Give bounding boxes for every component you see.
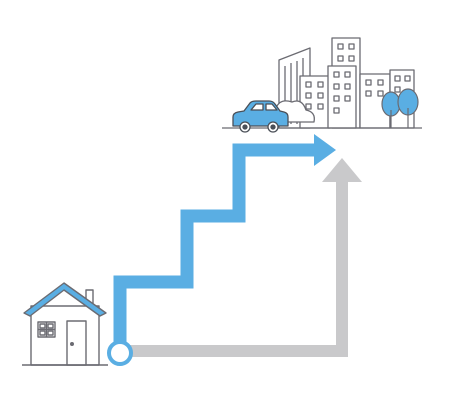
house-icon — [22, 282, 108, 366]
direct-route-arrow — [120, 158, 362, 357]
staircase-route-arrowhead — [314, 134, 336, 166]
trees-icon — [381, 88, 419, 128]
car-icon — [232, 100, 289, 133]
start-node — [107, 340, 133, 366]
city-skyline-icon — [222, 37, 422, 129]
direct-route-arrowhead — [322, 158, 362, 182]
staircase-route-arrow — [113, 134, 336, 350]
